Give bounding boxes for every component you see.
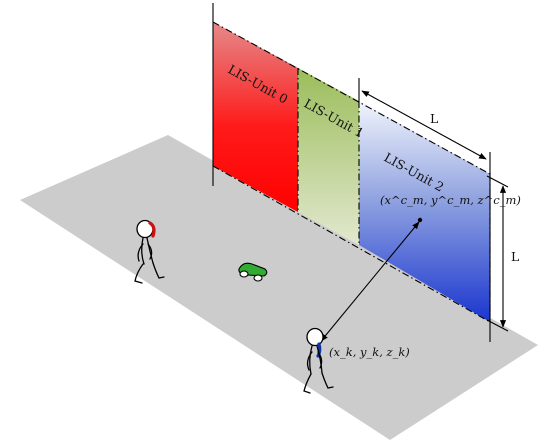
distance-arrow [320, 221, 420, 342]
pedestrian-figure-back [134, 219, 165, 284]
height-extension-top [486, 175, 509, 188]
center-point-label: (x^c_m, y^c_m, z^c_m) [380, 193, 521, 207]
user-position-label: (x_k, y_k, z_k) [329, 345, 410, 359]
width-dimension-arrow [361, 90, 487, 160]
lis-unit-0-panel [213, 22, 298, 212]
height-extension-bottom [486, 319, 509, 332]
pedestrian-figure-front [303, 327, 334, 394]
vehicle-figure [238, 262, 268, 282]
lis-unit-1-panel [298, 68, 359, 245]
height-dimension-label: L [511, 249, 519, 264]
center-point-dot [417, 217, 423, 223]
width-dimension-label: L [430, 111, 438, 126]
floor-plane [20, 135, 538, 440]
